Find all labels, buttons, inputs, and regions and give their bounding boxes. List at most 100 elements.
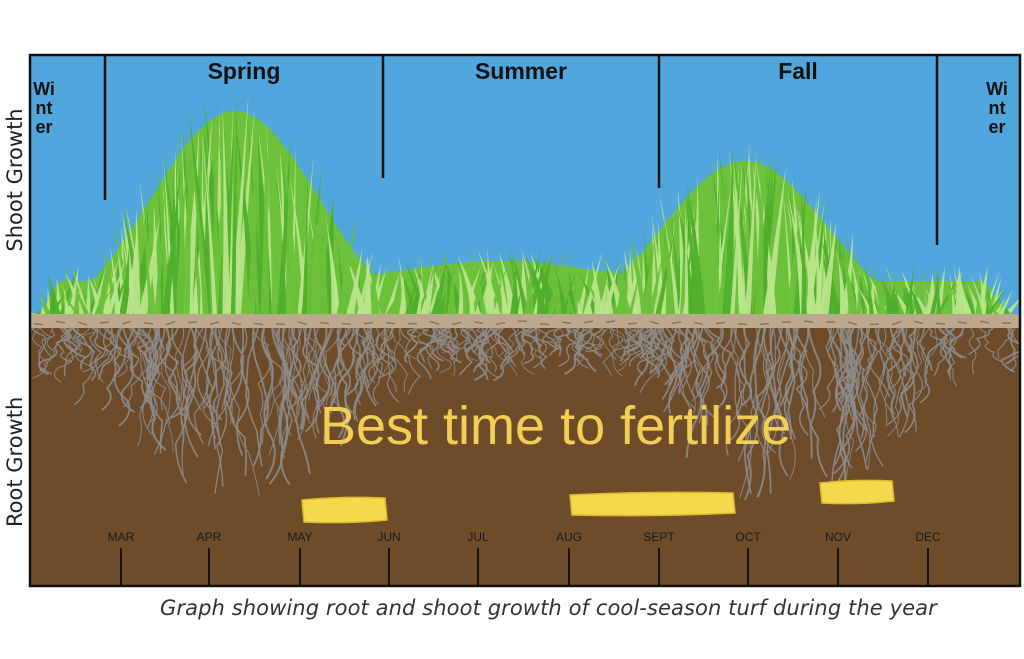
grass-blade: [76, 291, 90, 317]
grass-blade: [420, 269, 435, 317]
soil-dash: [187, 321, 198, 324]
season-winter-right: Winter: [986, 79, 1008, 137]
root-strand: [526, 322, 549, 370]
root-strand: [268, 322, 289, 456]
soil-dash: [715, 321, 726, 325]
grass-blade: [323, 197, 334, 317]
grass-blade: [533, 268, 547, 317]
root-strand: [725, 322, 743, 456]
grass-blade: [697, 172, 715, 317]
root-strand: [67, 322, 90, 366]
grass-blade: [230, 97, 237, 317]
grass-blade: [814, 220, 825, 317]
root-strand: [304, 322, 322, 414]
root-strand: [218, 322, 233, 425]
root-strand: [161, 322, 174, 453]
month-label: MAR: [107, 530, 135, 544]
root-strand: [577, 322, 604, 373]
grass-blade: [58, 263, 79, 317]
root-strand: [886, 322, 903, 420]
grass-blade: [885, 283, 895, 317]
fertilize-highlight: [819, 479, 895, 505]
root-strand: [522, 322, 543, 354]
grass-blade: [276, 132, 291, 317]
grass-blade: [785, 189, 803, 317]
grass-blade: [890, 289, 899, 317]
root-strand: [95, 322, 127, 372]
month-label: SEPT: [643, 530, 675, 544]
soil-dash: [935, 322, 946, 325]
root-strand: [865, 322, 880, 438]
root-strand: [229, 322, 260, 497]
root-strand: [997, 322, 1016, 359]
root-strand: [661, 322, 686, 394]
root-strand: [793, 322, 809, 436]
grass-blade: [996, 290, 1013, 317]
month-label: JUL: [467, 530, 489, 544]
month-ticks: [120, 548, 929, 586]
grass-blade: [355, 250, 373, 317]
grass-blade: [384, 283, 405, 317]
grass-blade: [399, 268, 418, 317]
grass-blade: [932, 266, 945, 317]
season-winter-left: Winter: [33, 79, 55, 137]
root-strand: [354, 322, 376, 422]
grass-blade: [415, 277, 423, 317]
root-growth-axis-label: Root Growth: [3, 396, 27, 527]
grass-blade: [154, 181, 166, 317]
root-strand: [968, 322, 996, 356]
soil-dash: [77, 321, 88, 326]
root-strand: [726, 322, 747, 444]
grass-blade: [953, 266, 963, 317]
grass-blade: [210, 108, 231, 317]
root-strand: [141, 322, 163, 424]
root-strand: [797, 322, 828, 478]
fertilize-highlight: [569, 491, 736, 517]
root-strand: [939, 322, 964, 359]
grass-blade: [556, 268, 577, 317]
root-strand: [694, 322, 728, 405]
root-strand: [122, 322, 152, 408]
grass-blade: [663, 217, 675, 317]
root-strand: [82, 322, 116, 373]
grass-blade: [582, 250, 603, 317]
root-strand: [566, 322, 581, 362]
root-strand: [400, 322, 421, 395]
month-label: DEC: [915, 530, 941, 544]
grass-blade: [687, 184, 706, 317]
root-strand: [336, 322, 358, 439]
root-strand: [32, 322, 48, 373]
grass-blade: [684, 196, 689, 317]
root-strand: [287, 322, 300, 423]
root-strand: [321, 322, 337, 413]
root-strand: [756, 322, 784, 422]
grass-blade: [84, 274, 91, 317]
grass-blade: [345, 248, 363, 317]
root-strand: [377, 322, 394, 379]
root-strand: [193, 322, 211, 445]
soil-dash: [891, 320, 902, 326]
root-strand: [875, 322, 893, 427]
grass-blade: [430, 261, 447, 317]
grass-blade: [929, 267, 940, 317]
root-strand: [430, 322, 458, 376]
grass-blade: [367, 266, 374, 317]
grass-blade: [446, 257, 455, 317]
soil-dash: [649, 320, 660, 325]
soil-dash: [165, 320, 176, 326]
root-strand: [761, 322, 779, 454]
grass-blade: [249, 120, 256, 317]
grass-blade: [988, 276, 1002, 317]
root-strand: [829, 322, 848, 466]
root-strand: [302, 322, 318, 401]
root-strand: [887, 322, 904, 437]
root-strand: [484, 322, 514, 364]
root-strand: [146, 322, 166, 430]
soil-dash: [605, 320, 616, 324]
root-strand: [918, 322, 931, 404]
plot-frame: [28, 53, 1022, 588]
root-strand: [302, 322, 322, 419]
grass-blade: [603, 283, 614, 317]
root-strand: [738, 322, 753, 407]
grass-blade: [639, 240, 655, 317]
